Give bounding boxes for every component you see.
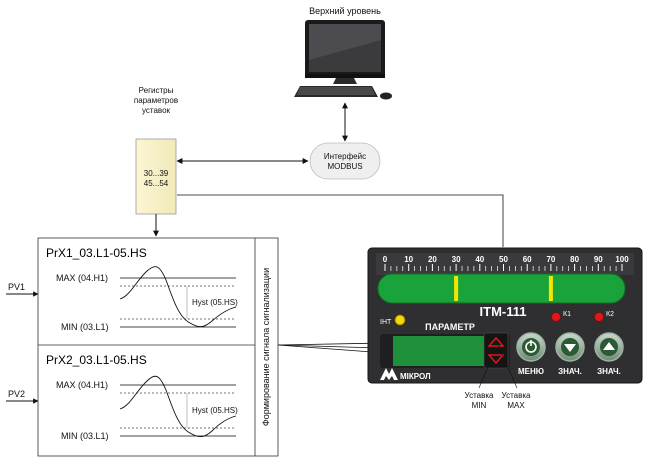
max-label: MAX (04.H1) [56,273,108,283]
computer-icon [294,20,392,100]
scale-tick-label: 60 [523,255,532,264]
menu-label: МЕНЮ [518,367,544,376]
down-label: ЗНАЧ. [558,367,582,376]
setpoint-min-callout: Уставка MIN [465,391,494,410]
svg-text:параметров: параметров [134,96,178,105]
min-label: MIN (03.L1) [61,431,109,441]
mikrol-logo: МІКРОЛ [380,368,431,381]
svg-text:MAX: MAX [507,401,525,410]
alarm-block-1: PrX1_03.L1-05.HS MAX (04.H1) MIN (03.L1)… [46,246,238,332]
min-callout-line [478,361,491,389]
scale-tick-label: 90 [594,255,603,264]
scale-tick-label: 80 [570,255,579,264]
itm-device: 0 10 20 30 40 50 60 70 80 90 100 ITM-111 ІНТ К1 К2… [367,247,643,384]
scale-tick-label: 30 [452,255,461,264]
device-model: ITM-111 [480,304,527,319]
scale-tick-label: 100 [615,255,629,264]
svg-text:Уставка: Уставка [502,391,531,400]
setpoint-min-arrow-icon[interactable] [487,354,505,365]
setpoint-marker [454,276,459,301]
param-label: ПАРАМЕТР [425,322,475,332]
scale-tick-label: 70 [546,255,555,264]
register-range-2: 45...54 [144,179,169,188]
device-connection-line [177,194,504,247]
svg-text:PV1: PV1 [8,282,25,292]
registers-title: Регистры параметров уставок [134,86,178,115]
bar-scale: 0 10 20 30 40 50 60 70 80 90 100 [383,255,629,271]
bargraph-setpoint-markers [454,276,553,301]
max-label: MAX (04.H1) [56,380,108,390]
svg-text:MIN: MIN [472,401,487,410]
setpoint-max-arrow-icon[interactable] [487,336,505,347]
scale-tick-label: 20 [428,255,437,264]
arrow-down-icon [564,344,576,352]
k2-label: К2 [606,311,614,318]
pv1-input: PV1 [6,282,39,297]
k1-label: К1 [563,311,571,318]
svg-text:MODBUS: MODBUS [327,162,362,171]
menu-button[interactable] [516,332,546,362]
max-callout-line [495,339,518,389]
svg-text:Уставка: Уставка [465,391,494,400]
alarm-block-2: PrX2_03.L1-05.HS MAX (04.H1) MIN (03.L1)… [46,353,238,441]
svg-text:Регистры: Регистры [139,86,174,95]
k1-led [551,312,561,322]
svg-text:МІКРОЛ: МІКРОЛ [400,372,431,381]
param-display [393,336,488,366]
registers-box [135,138,177,215]
svg-text:PV2: PV2 [8,389,25,399]
int-led [394,314,406,326]
min-label: MIN (03.L1) [61,322,109,332]
scale-tick-label: 0 [383,255,388,264]
setpoint-marker [548,276,553,301]
top-level-label: Верхний уровень [309,6,381,16]
value-up-button[interactable] [594,332,624,362]
setpoint-max-callout: Уставка MAX [502,391,531,410]
value-down-button[interactable] [555,332,585,362]
hyst-label: Hyst (05.HS) [192,406,238,415]
scale-tick-label: 40 [475,255,484,264]
scale-tick-label: 50 [499,255,508,264]
int-label: ІНТ [380,319,392,326]
alarm-panel: Формирование сигнала сигнализации [37,237,279,457]
up-label: ЗНАЧ. [597,367,621,376]
alarm-block-title: PrX1_03.L1-05.HS [46,246,147,260]
alarm-block-title: PrX2_03.L1-05.HS [46,353,147,367]
svg-text:уставок: уставок [142,106,171,115]
k2-led [594,312,604,322]
modbus-interface: Интерфейс MODBUS [309,142,381,180]
pv2-input: PV2 [6,389,39,404]
alarm-vertical-label: Формирование сигнала сигнализации [261,268,271,426]
scale-tick-label: 10 [404,255,413,264]
hyst-label: Hyst (05.HS) [192,298,238,307]
register-range-1: 30...39 [144,169,169,178]
svg-text:Интерфейс: Интерфейс [324,152,366,161]
arrow-up-icon [603,342,615,350]
bargraph [377,273,626,304]
